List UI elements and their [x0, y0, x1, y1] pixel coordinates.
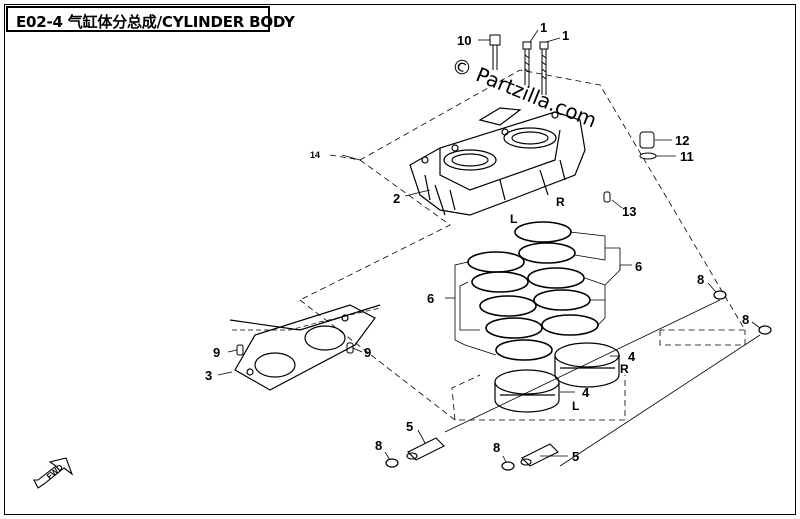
cylinder-block	[409, 107, 586, 216]
side-mark-r-top: R	[556, 195, 565, 209]
callout-8c: 8	[375, 438, 382, 453]
dowel-pin-9a	[236, 344, 244, 356]
callout-8d: 8	[493, 440, 500, 455]
leader-lines	[217, 29, 761, 467]
callout-13: 13	[622, 204, 636, 219]
assembly-outline	[299, 69, 746, 421]
callout-10: 10	[457, 33, 471, 48]
circlips	[385, 290, 772, 471]
diagram-title: E02-4 气缸体分总成/CYLINDER BODY	[16, 13, 295, 31]
pistons	[494, 342, 620, 413]
callout-11: 11	[680, 149, 694, 164]
side-mark-r-piston: R	[620, 362, 629, 376]
callout-1a: 1	[540, 20, 547, 35]
diagram-frame	[4, 4, 796, 515]
callout-12: 12	[675, 133, 689, 148]
callout-6b: 6	[427, 291, 434, 306]
callout-1b: 1	[562, 28, 569, 43]
callout-9a: 9	[213, 345, 220, 360]
callout-3: 3	[205, 368, 212, 383]
ring-brackets	[445, 231, 632, 356]
side-mark-l-piston: L	[572, 399, 579, 413]
callout-5a: 5	[406, 419, 413, 434]
callout-8a: 8	[697, 272, 704, 287]
callout-8b: 8	[742, 312, 749, 327]
piston-pins	[406, 437, 559, 467]
callout-9b: 9	[364, 345, 371, 360]
watermark: © Partzilla.com	[448, 52, 600, 132]
callout-6a: 6	[635, 259, 642, 274]
forward-arrow-icon: FWD	[33, 457, 74, 489]
callout-5b: 5	[572, 449, 579, 464]
dowel-and-washer	[639, 131, 657, 160]
callout-4a: 4	[628, 349, 636, 364]
callout-14: 14	[310, 150, 320, 160]
dowel-pin-13	[603, 191, 611, 203]
side-mark-l-top: L	[510, 212, 517, 226]
piston-rings	[467, 221, 599, 361]
cylinder-gasket	[229, 304, 381, 391]
callout-2: 2	[393, 191, 400, 206]
gasket-outline	[232, 307, 381, 331]
callout-4b: 4	[582, 385, 590, 400]
diagram-title-box: E02-4 气缸体分总成/CYLINDER BODY	[6, 6, 295, 32]
